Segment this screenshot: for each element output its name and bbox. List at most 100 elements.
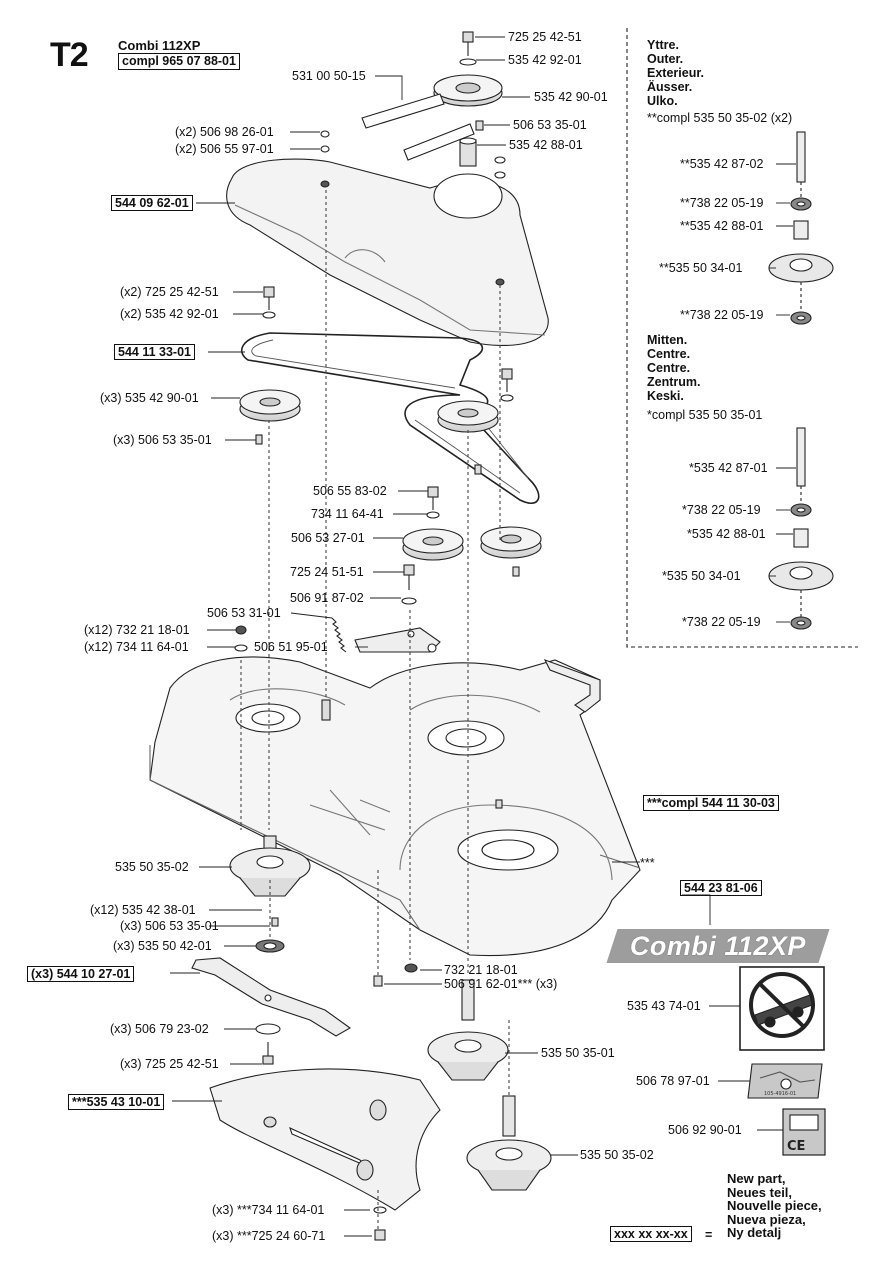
callout-label: 506 92 90-01 [668,1123,742,1137]
left-idler-pulley-icon [239,389,301,422]
callout-label-boxed: (x3) 544 10 27-01 [27,966,135,982]
callout-label-boxed: ***compl 544 11 30-03 [643,795,779,811]
callout-label: 535 42 88-01 [509,138,583,152]
blade-bolt-icon [262,1042,274,1065]
outer-heading-5: Ulko. [647,94,678,108]
outer-heading-3: Exterieur. [647,66,704,80]
callout-label: 725 24 51-51 [290,565,364,579]
ce-mark-text: CE [787,1139,805,1154]
callout-label: 732 21 18-01 [444,963,518,977]
no-riding-slope-decal-icon [739,966,825,1051]
callout-label-boxed: 544 23 81-06 [680,880,762,896]
center-heading-1: Mitten. [647,333,688,347]
callout-label: (x3) 506 53 35-01 [113,433,212,447]
right-pulley-icon [480,526,542,559]
legend-line: Nueva pieza, [727,1211,806,1227]
outer-spindle-kit-icon [768,131,834,325]
decal-code-text: 105-4916-01 [764,1091,796,1097]
idler-spacer-icon [459,137,477,167]
callout-label: 535 43 74-01 [627,999,701,1013]
tensioner-pulley-icon [402,528,464,561]
right-bolt-icon [501,368,513,392]
outer-heading-2: Outer. [647,52,684,66]
callout-label: (x2) 506 55 97-01 [175,142,274,156]
outer-compl: **compl 535 50 35-02 (x2) [647,111,793,125]
legend-line: Nouvelle piece, [727,1198,822,1213]
callout-label: 506 53 31-01 [207,606,281,620]
callout-label: 535 42 90-01 [534,90,608,104]
callout-label: (x3) 535 50 42-01 [113,939,212,953]
center-pulley-icon [437,400,499,433]
callout-label: 734 11 64-41 [311,507,384,521]
callout-label: 506 91 62-01*** (x3) [444,977,558,991]
callout-label: 506 91 87-02 [290,591,364,605]
callout-label: (x12) 732 21 18-01 [84,623,190,637]
callout-label: 506 53 35-01 [513,118,587,132]
callout-label: (x3) 725 25 42-51 [120,1057,219,1071]
page-code: T2 [50,36,89,74]
bearing-icon [255,939,285,953]
callout-label: 506 55 83-02 [313,484,387,498]
arm-bolt-icon [403,564,415,590]
callout-label: (x2) 535 42 92-01 [120,307,219,321]
outer-part-5: **738 22 05-19 [680,308,764,322]
drive-belt-icon [361,93,475,161]
callout-label: (x12) 734 11 64-01 [84,640,189,654]
callout-label: 725 25 42-51 [508,30,582,44]
tension-spring-icon [331,617,347,653]
manual-ce-decal-icon [782,1108,826,1156]
cutter-blade-icon [191,957,352,1037]
legend-line: Ny detalj [727,1225,782,1240]
callout-label: 506 78 97-01 [636,1074,710,1088]
callout-label: 535 50 35-02 [580,1148,654,1162]
right-spindle-icon [466,1095,552,1191]
callout-label: (x12) 535 42 38-01 [90,903,196,917]
callout-label-boxed: ***535 43 10-01 [68,1094,165,1110]
callout-label: 535 50 35-01 [541,1046,615,1060]
center-heading-3: Centre. [647,361,691,375]
center-part-3: *535 42 88-01 [687,527,766,541]
legend-equals: = [705,1228,713,1242]
callout-label: 531 00 50-15 [292,69,366,83]
belt-cover-icon [226,158,549,347]
lower-bolt-icon [374,1229,386,1241]
callout-label: 535 42 92-01 [508,53,582,67]
callout-label: 535 50 35-02 [115,860,189,874]
model-banner-text: Combi 112XP [629,930,807,961]
callout-label-boxed: 544 11 33-01 [114,344,195,360]
legend-line: Neues teil, [727,1184,793,1200]
center-heading-2: Centre. [647,347,691,361]
callout-label: (x3) ***734 11 64-01 [212,1203,325,1217]
center-compl: *compl 535 50 35-01 [647,408,763,422]
outer-heading-1: Yttre. [647,38,679,52]
center-part-2: *738 22 05-19 [682,503,761,517]
callout-label: 506 51 95-01 [254,640,328,654]
outer-part-1: **535 42 87-02 [680,157,764,171]
center-heading-4: Zentrum. [647,375,701,389]
callout-label: 506 53 27-01 [291,531,365,545]
blade-decal-icon [747,1063,823,1099]
legend-text: New part, Neues teil, Nouvelle piece, Nu… [727,1172,822,1240]
center-part-4: *535 50 34-01 [662,569,741,583]
legend-box: xxx xx xx-xx [610,1226,692,1242]
callout-label: (x3) 506 79 23-02 [110,1022,209,1036]
model-name: Combi 112XP [118,38,201,53]
callout-label: (x2) 506 98 26-01 [175,125,274,139]
mower-deck-icon [149,656,641,957]
callout-label: (x3) 506 53 35-01 [120,919,219,933]
legend-line: New part, [727,1171,786,1186]
outer-part-4: **535 50 34-01 [659,261,743,275]
model-banner: Combi 112XP [606,929,830,963]
callout-label: (x3) ***725 24 60-71 [212,1229,326,1243]
callout-label: *** [640,856,655,870]
guard-plate-icon [209,1068,441,1211]
left-bolt-icon [263,286,275,310]
outer-part-2: **738 22 05-19 [680,196,764,210]
left-spindle-icon [229,835,311,897]
main-belt-icon [240,332,540,504]
outer-heading-4: Äusser. [647,80,693,94]
tensioner-bolt-icon [427,486,439,510]
callout-label-boxed: 544 09 62-01 [111,195,193,211]
